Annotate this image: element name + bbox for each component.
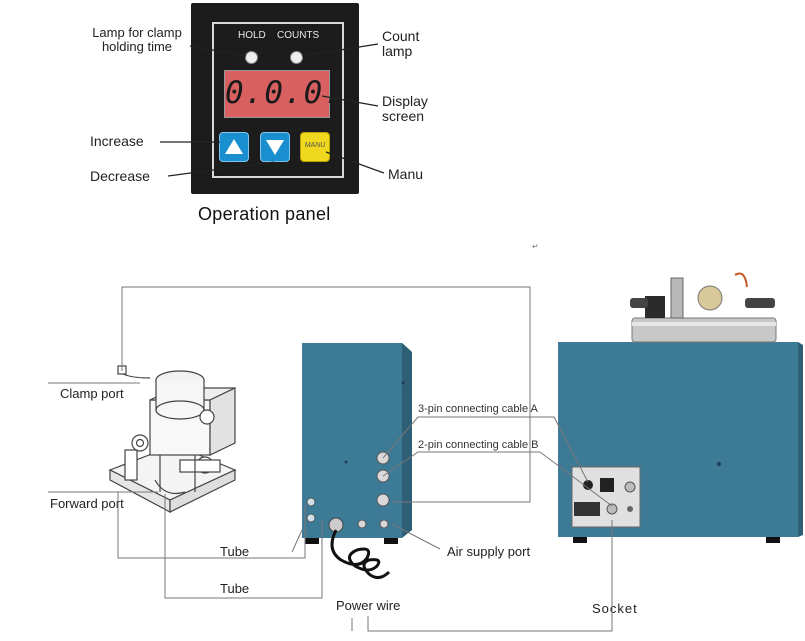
rear-switch [600,478,614,492]
pressure-gauge [697,285,723,311]
clamp-cylinder-top [155,370,205,390]
injector-foot-right [766,537,780,543]
injector-body [558,342,798,537]
injector-lid [631,317,777,343]
callout-count-lamp-line2: lamp [382,43,413,60]
callout-count-lamp: Count lamp [382,28,420,60]
line-air-supply [391,523,441,550]
clamp-knob [199,409,215,425]
cable-a-port [376,451,390,465]
hold-caption: HOLD [238,30,266,41]
label-tube-1: Tube [220,544,250,559]
callout-lamp-clamp-line2: holding time [101,39,173,55]
line-clamp-loop [121,286,531,503]
injector-handle-right [745,298,775,308]
hold-lamp [245,51,258,64]
injector-foot-left [573,537,587,543]
label-forward-port: Forward port [50,496,124,511]
return-glyph: ↵ [532,242,539,251]
control-box [302,343,412,579]
decrease-button[interactable] [260,132,290,162]
manu-button-text: MANU [304,142,326,149]
triangle-down-icon [266,140,284,155]
control-box-foot-right [384,538,398,544]
increase-button[interactable] [219,132,249,162]
rear-power-socket [574,502,600,516]
red-handle [734,272,748,288]
air-port-fitting [376,493,390,507]
label-tube-2: Tube [220,581,250,596]
callout-display-screen: Display screen [382,93,428,125]
callout-lamp-clamp: Lamp for clamp holding time [82,25,192,55]
forward-port-fitting [154,479,186,495]
tube-port-2 [306,513,316,523]
callout-manu: Manu [388,166,424,182]
callout-increase: Increase [90,133,144,149]
count-lamp [290,51,303,64]
clamp-port-fitting [117,369,151,379]
callout-decrease: Decrease [90,168,150,184]
tube-port-1 [306,497,316,507]
connection-lines [48,286,613,632]
cable-b-port [376,469,390,483]
label-cable-b: 2-pin connecting cable B [418,439,539,451]
injector-gauge-stem [670,277,684,319]
control-box-front [302,343,402,538]
rear-connector-a [583,480,593,490]
air-supply-fitting [379,519,389,529]
callout-display-screen-line1: Display [382,93,428,109]
clamp-body [149,399,211,456]
label-power-wire: Power wire [336,598,401,613]
label-cable-a: 3-pin connecting cable A [418,403,538,415]
rear-panel [571,466,641,528]
callout-count-lamp-line1: Count [382,28,420,44]
counts-caption: COUNTS [277,30,320,41]
label-air-supply-port: Air supply port [447,544,531,559]
display-screen: 0.0.0. [224,70,343,118]
clamp-base [108,444,237,501]
label-clamp-port: Clamp port [60,386,124,401]
manu-button[interactable]: MANU [300,132,330,162]
line-power-socket [367,520,613,632]
power-wire-coil [330,529,391,579]
display-value: 0.0.0. [225,75,343,111]
triangle-up-icon [225,139,243,154]
line-forward-tube [117,492,306,559]
control-box-side [402,343,412,538]
wax-injector [558,272,803,543]
label-socket: Socket [592,601,638,616]
panel-title: Operation panel [198,204,331,224]
control-box-foot-left [305,538,319,544]
line-cable-b [382,451,613,507]
rear-connector-b [606,503,618,515]
power-inlet [328,517,344,533]
callout-display-screen-line2: screen [382,108,425,125]
injector-valve-left [645,296,665,318]
callout-lamp-clamp-line1: Lamp for clamp [92,25,182,40]
clamp-unit [108,365,237,513]
